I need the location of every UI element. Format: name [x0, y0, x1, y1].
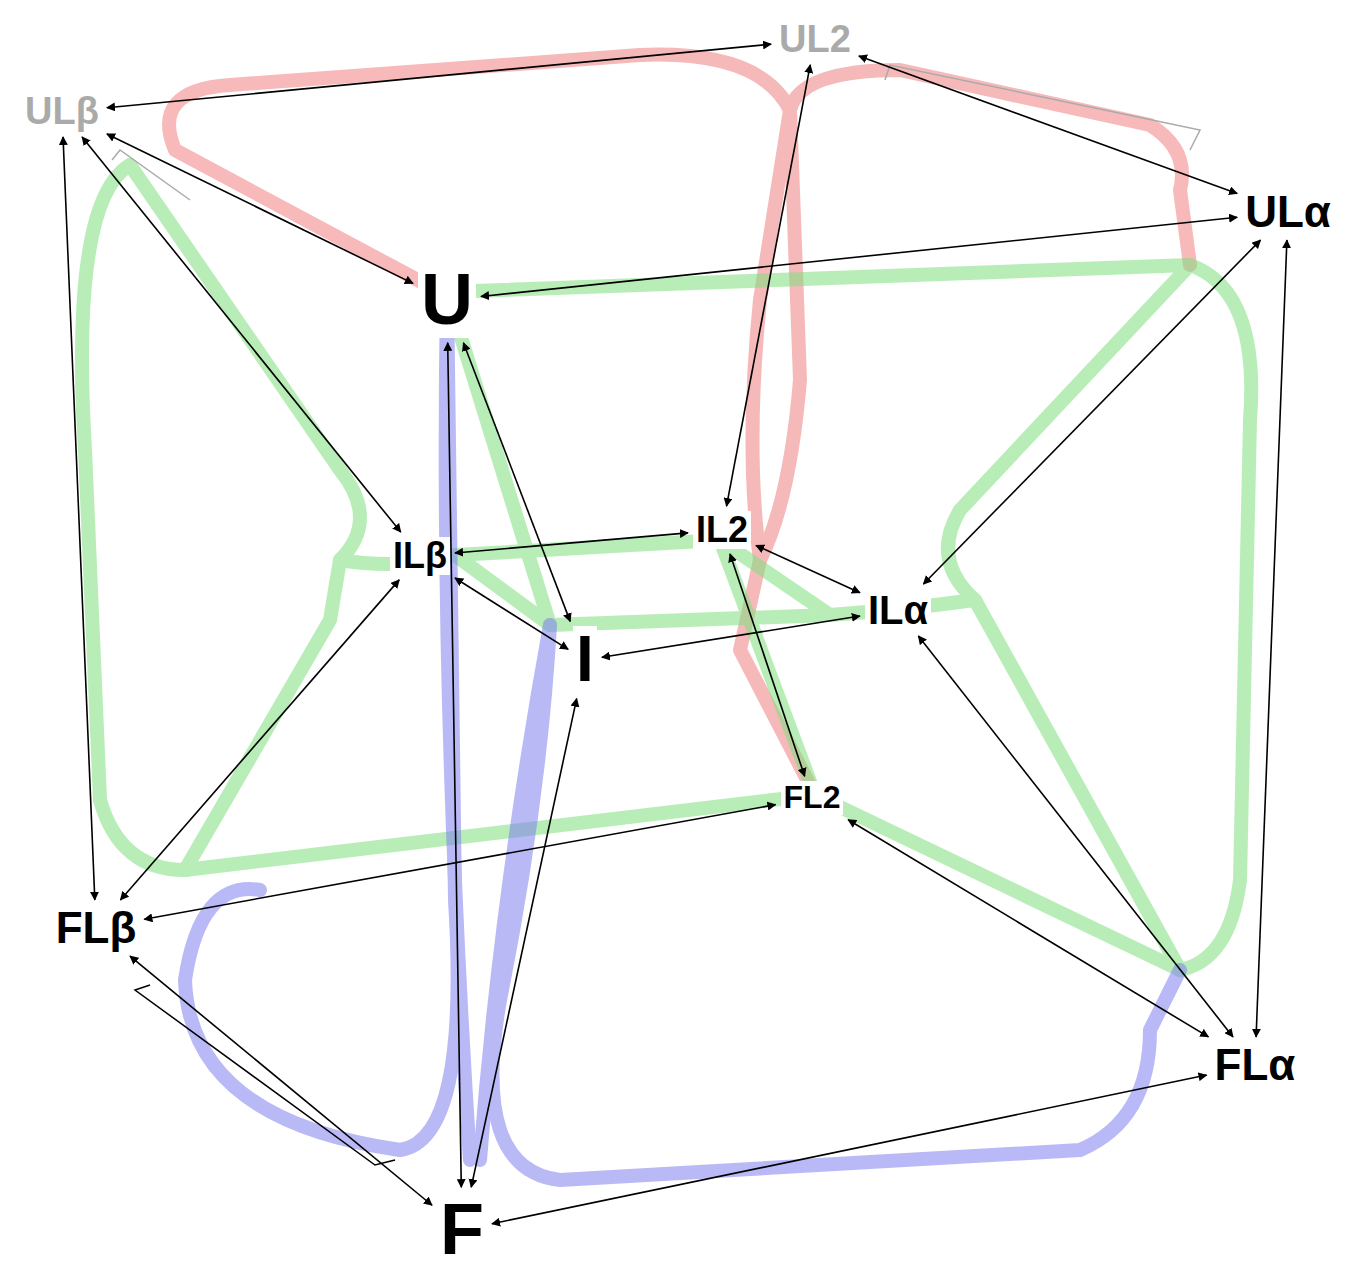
transition-arrow: [848, 820, 1208, 1037]
transition-arrow: [730, 554, 805, 776]
bracket: [112, 65, 1200, 200]
state-label: FL2: [781, 781, 844, 815]
transition-arrow: [602, 616, 860, 657]
transition-arrow: [1256, 240, 1287, 1037]
state-label: U: [418, 262, 476, 338]
transition-arrow: [756, 545, 860, 592]
state-name: ULβ: [22, 92, 102, 132]
state-name: I: [573, 626, 597, 693]
transition-arrow: [727, 65, 811, 506]
transition-arrow: [463, 343, 570, 622]
state-label: FLα: [1212, 1042, 1299, 1088]
transition-arrow: [859, 56, 1237, 194]
state-label: IL2: [693, 511, 751, 549]
transition-arrow: [82, 137, 401, 532]
state-label: ULβ: [22, 92, 102, 132]
state-name: UL2: [776, 20, 854, 60]
transition-arrow: [455, 578, 568, 649]
transition-arrow: [492, 1075, 1207, 1224]
state-name: ILβ: [390, 537, 450, 575]
state-label: I: [573, 626, 597, 693]
state-name: ILα: [865, 589, 931, 631]
transition-arrow: [481, 217, 1237, 296]
blue-tube: [185, 292, 1180, 1180]
bracket: [135, 985, 395, 1165]
transition-arrow: [130, 956, 432, 1205]
state-name: F: [437, 1192, 487, 1268]
state-name: FLα: [1212, 1042, 1299, 1088]
transition-arrow: [107, 134, 413, 283]
state-name: FLβ: [53, 905, 140, 951]
state-name: FL2: [781, 781, 844, 815]
transition-arrow: [471, 699, 576, 1188]
state-label: FLβ: [53, 905, 140, 951]
state-label: ULα: [1242, 189, 1334, 235]
state-label: ILα: [865, 589, 931, 631]
transition-arrow: [455, 533, 688, 553]
transition-arrow: [120, 580, 399, 900]
transition-arrow: [144, 805, 775, 920]
transition-arrow: [918, 636, 1233, 1037]
state-label: ILβ: [390, 537, 450, 575]
transition-arrow: [923, 240, 1260, 584]
state-label: UL2: [776, 20, 854, 60]
transition-arrow: [448, 343, 462, 1187]
state-name: IL2: [693, 511, 751, 549]
state-name: ULα: [1242, 189, 1334, 235]
state-name: U: [418, 262, 476, 338]
transition-arrow: [107, 44, 771, 108]
transition-arrow: [63, 137, 95, 900]
state-label: F: [437, 1192, 487, 1268]
green-tube: [82, 165, 1251, 970]
